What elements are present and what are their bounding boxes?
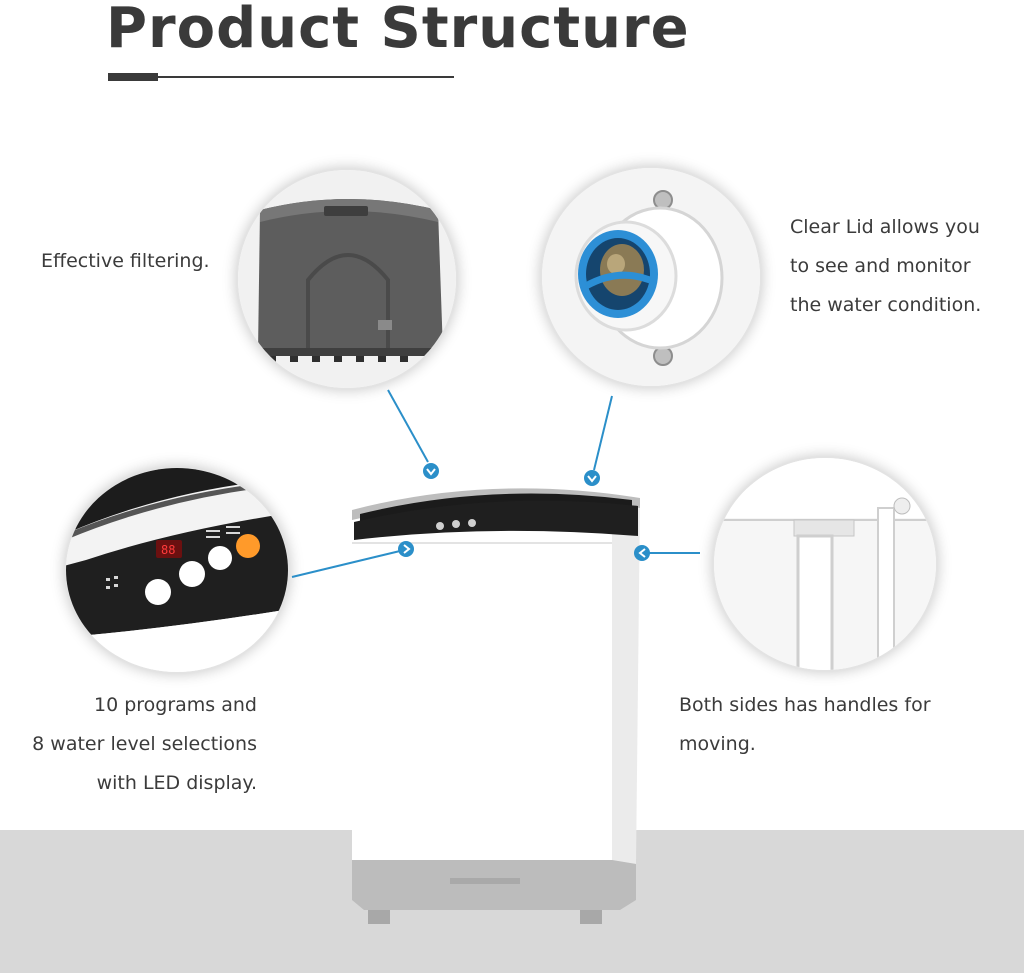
caption-panel-line-1: 10 programs and [93, 694, 257, 716]
washing-machine [352, 488, 640, 924]
connector-lid [593, 395, 613, 471]
filter-closeup-icon [238, 170, 456, 388]
caption-control-panel: 10 programs and 8 water level selections… [20, 686, 257, 803]
chevron-marker-icon [423, 463, 439, 479]
caption-panel-line-3: with LED display. [96, 772, 257, 794]
caption-handles-line-2: moving. [679, 733, 756, 755]
caption-handles: Both sides has handles for moving. [679, 686, 931, 764]
caption-lid-line-3: the water condition. [790, 294, 982, 316]
caption-handles-line-1: Both sides has handles for [679, 694, 931, 716]
caption-filter-line: Effective filtering. [41, 250, 210, 272]
svg-text:88: 88 [161, 543, 175, 557]
caption-filter: Effective filtering. [41, 242, 210, 281]
caption-panel-line-2: 8 water level selections [32, 733, 257, 755]
caption-lid-line-2: to see and monitor [790, 255, 971, 277]
control-panel-icon: 88 [66, 468, 288, 672]
title-underline-thin [158, 76, 454, 78]
control-panel-closeup: 88 [64, 466, 290, 674]
filter-closeup [236, 168, 458, 390]
caption-lid-line-1: Clear Lid allows you [790, 216, 980, 238]
title-underline-thick [108, 73, 158, 81]
side-handle-closeup [712, 456, 938, 672]
connector-filter [387, 389, 429, 463]
water-inlet-closeup [540, 166, 762, 388]
caption-clear-lid: Clear Lid allows you to see and monitor … [790, 208, 981, 325]
side-handle-icon [714, 458, 936, 670]
page-title: Product Structure [106, 0, 690, 61]
water-inlet-icon [542, 168, 760, 386]
